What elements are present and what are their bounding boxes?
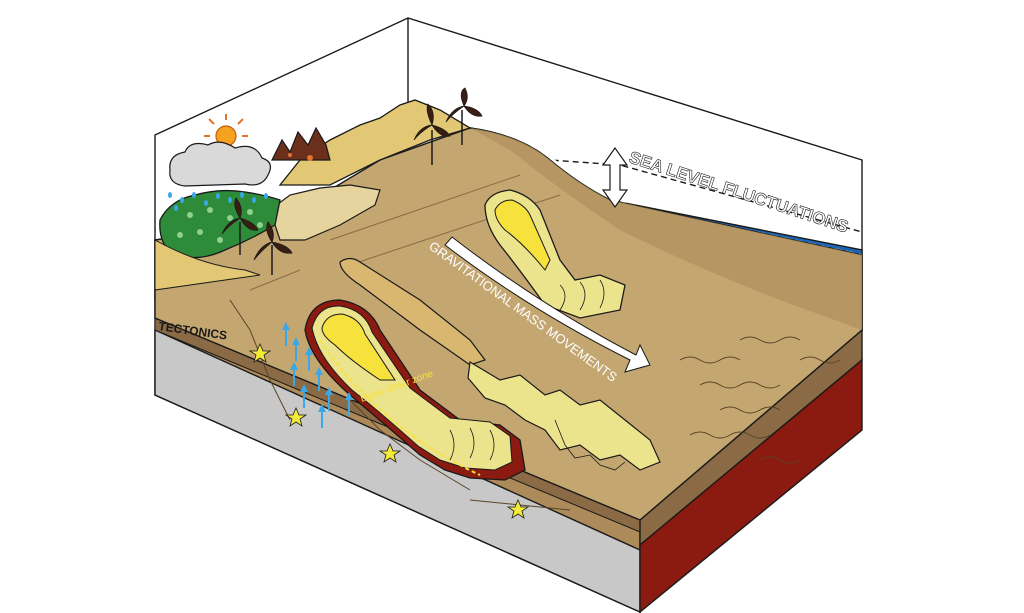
forest xyxy=(159,189,281,259)
fluid-arrow-icon xyxy=(282,322,353,428)
landslide-lower xyxy=(304,299,526,481)
rain-cloud-icon xyxy=(168,141,272,211)
sun-icon xyxy=(204,114,248,147)
mass-movement-arrow xyxy=(444,236,651,373)
landslide-upper xyxy=(484,189,626,319)
slide-ridge xyxy=(339,257,486,366)
double-arrow-icon xyxy=(601,146,629,209)
debris-flow xyxy=(467,361,661,471)
earthquake-star-icon xyxy=(248,342,530,519)
volcano-icon xyxy=(271,126,331,161)
wind-turbine-icon xyxy=(221,87,483,275)
coastal-land xyxy=(154,99,472,291)
